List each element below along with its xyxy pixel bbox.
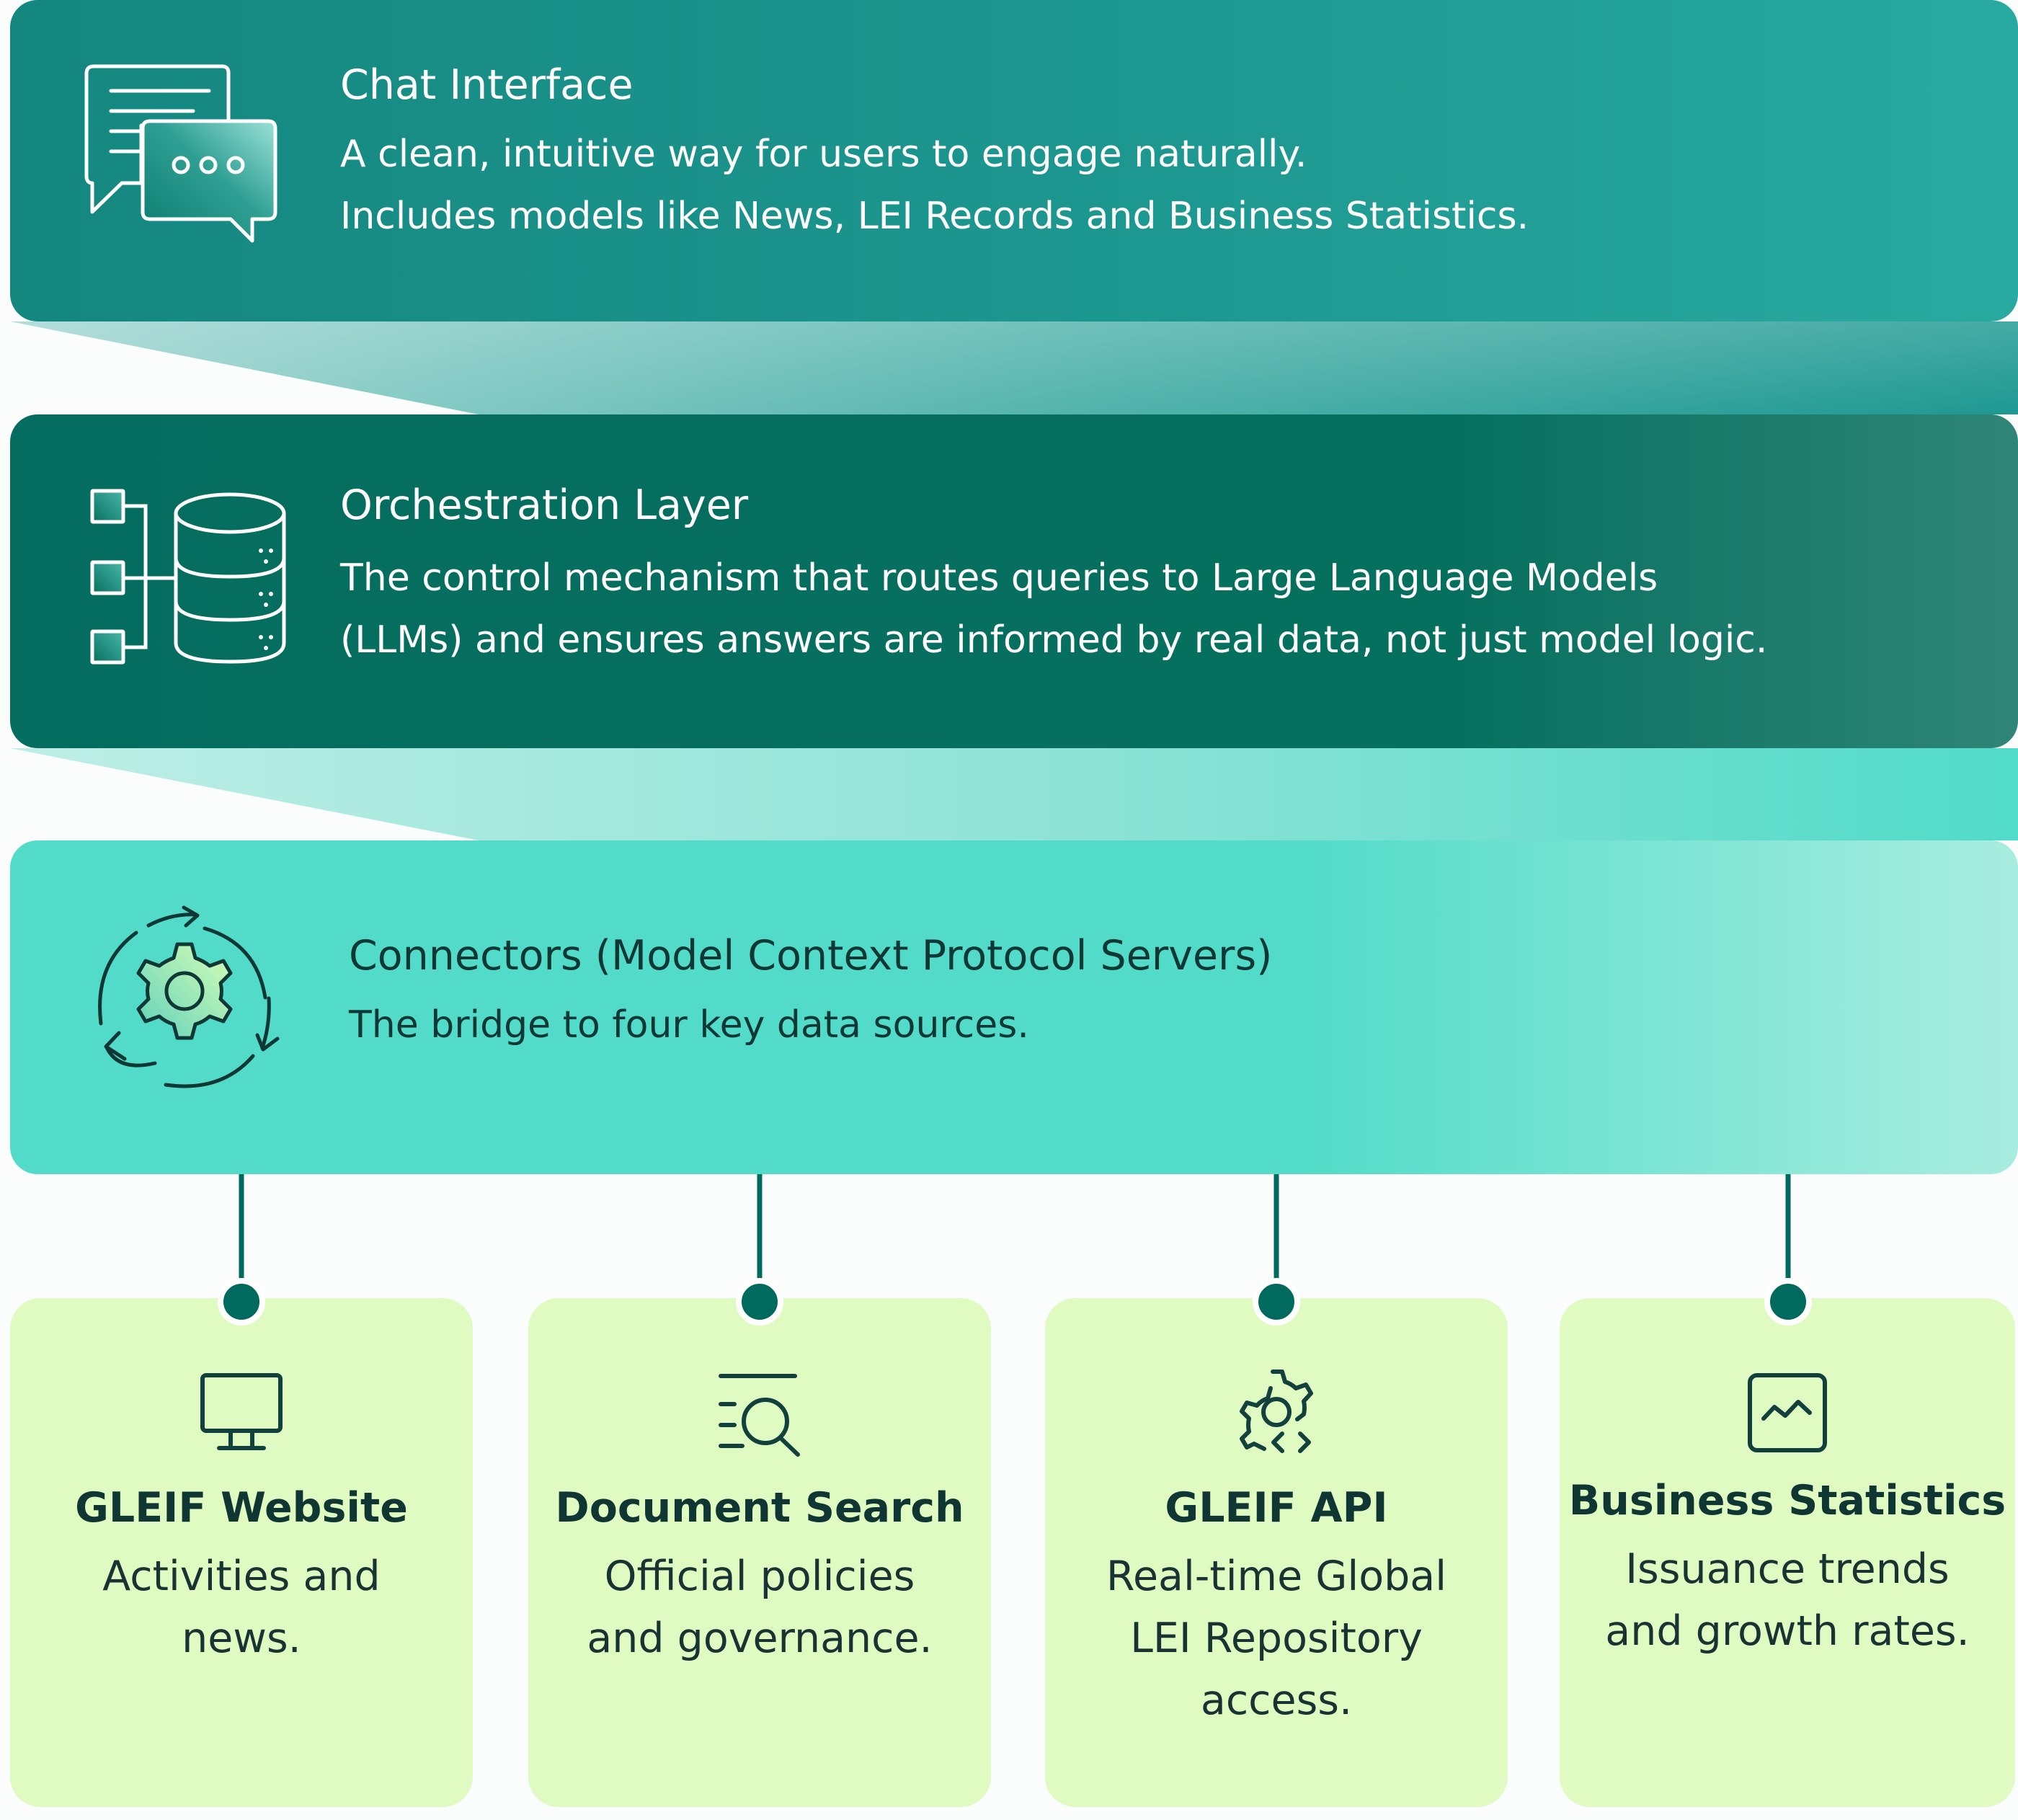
- orchestration-layer-card: Orchestration Layer The control mechanis…: [10, 414, 2018, 748]
- connector-line-gleif-website: [239, 1174, 244, 1298]
- gleif-website-description-line-2: news.: [182, 1615, 301, 1662]
- business-statistics-description-line-1: Issuance trends: [1625, 1545, 1950, 1593]
- gleif-api-description: Real-time Global LEI Repository access.: [1058, 1545, 1495, 1731]
- business-statistics-card: Business Statistics Issuance trends and …: [1560, 1298, 2015, 1807]
- chat-interface-title: Chat Interface: [340, 61, 634, 109]
- gleif-api-description-line-3: access.: [1200, 1677, 1353, 1724]
- gleif-api-title: GLEIF API: [1165, 1484, 1388, 1532]
- gleif-website-title: GLEIF Website: [75, 1484, 408, 1532]
- chat-interface-card: Chat Interface A clean, intuitive way fo…: [10, 0, 2018, 321]
- connector-dot-business-statistics: [1764, 1278, 1812, 1326]
- document-search-description: Official policies and governance.: [541, 1545, 978, 1669]
- document-search-title: Document Search: [555, 1484, 964, 1532]
- funnel-connector-orchestration-connectors: [10, 748, 2018, 840]
- funnel-shape: [10, 748, 2018, 840]
- connector-line-gleif-api: [1274, 1174, 1279, 1298]
- connectors-card: Connectors (Model Context Protocol Serve…: [10, 840, 2018, 1174]
- document-search-description-line-2: and governance.: [587, 1615, 933, 1662]
- connectors-title: Connectors (Model Context Protocol Serve…: [349, 932, 1273, 980]
- gear-code-icon: [1232, 1368, 1321, 1457]
- connector-dot-document-search: [736, 1278, 783, 1326]
- orchestration-layer-description-line-2: (LLMs) and ensures answers are informed …: [340, 618, 1768, 662]
- gleif-api-card: GLEIF API Real-time Global LEI Repositor…: [1045, 1298, 1508, 1807]
- gear-cycle-icon: [76, 905, 293, 1095]
- gleif-website-description-line-1: Activities and: [102, 1553, 381, 1600]
- chat-interface-description-line-1: A clean, intuitive way for users to enga…: [340, 133, 1307, 176]
- gleif-website-card: GLEIF Website Activities and news.: [10, 1298, 473, 1807]
- chart-line-icon: [1743, 1368, 1832, 1457]
- search-list-icon: [715, 1368, 804, 1457]
- database-hierarchy-icon: [78, 489, 287, 670]
- funnel-connector-chat-orchestration: [10, 321, 2018, 414]
- gleif-website-description: Activities and news.: [23, 1545, 460, 1669]
- business-statistics-description-line-2: and growth rates.: [1605, 1607, 1970, 1655]
- orchestration-layer-title: Orchestration Layer: [340, 481, 749, 529]
- gleif-api-description-line-2: LEI Repository: [1130, 1615, 1423, 1662]
- gleif-api-description-line-1: Real-time Global: [1106, 1553, 1447, 1600]
- connector-line-document-search: [757, 1174, 763, 1298]
- business-statistics-description: Issuance trends and growth rates.: [1573, 1538, 2002, 1662]
- document-search-description-line-1: Official policies: [604, 1553, 915, 1600]
- chat-bubbles-icon: [81, 61, 278, 243]
- connector-dot-gleif-api: [1253, 1278, 1300, 1326]
- chat-interface-description-line-2: Includes models like News, LEI Records a…: [340, 195, 1529, 238]
- monitor-icon: [197, 1368, 286, 1457]
- connector-line-business-statistics: [1785, 1174, 1791, 1298]
- document-search-card: Document Search Official policies and go…: [528, 1298, 991, 1807]
- connectors-description: The bridge to four key data sources.: [349, 1003, 1029, 1047]
- connector-dot-gleif-website: [218, 1278, 265, 1326]
- business-statistics-title: Business Statistics: [1568, 1477, 2006, 1524]
- orchestration-layer-description-line-1: The control mechanism that routes querie…: [340, 556, 1658, 600]
- funnel-shine: [10, 321, 2018, 414]
